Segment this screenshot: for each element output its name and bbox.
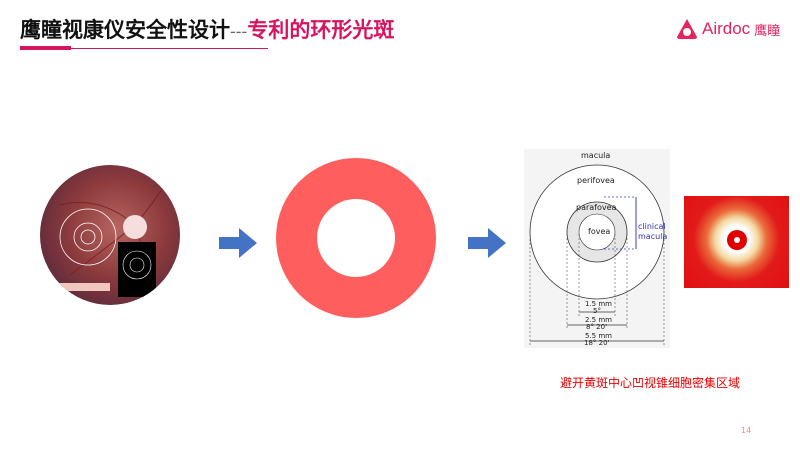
label-macula: macula — [581, 151, 611, 160]
label-perifovea: perifovea — [577, 176, 615, 185]
airdoc-logo-icon — [677, 19, 697, 39]
dim-parafovea-mm: 2.5 mm — [585, 316, 612, 324]
title-main: 鹰瞳视康仪安全性设计 — [20, 18, 230, 42]
dim-fovea-mm: 1.5 mm — [585, 300, 612, 308]
label-clinical-macula: macula — [638, 232, 668, 241]
light-spot-photo — [684, 196, 789, 288]
label-clinical: clinical — [638, 222, 666, 231]
title-underline-thin — [71, 48, 268, 49]
arrow-right-icon — [219, 228, 257, 258]
dim-fovea-deg: 5° — [593, 307, 601, 315]
arrow-right-icon — [468, 228, 506, 258]
caption: 避开黄斑中心凹视锥细胞密集区域 — [560, 376, 741, 390]
title-dash: --- — [230, 22, 248, 41]
annular-light-spot — [276, 158, 436, 318]
dim-parafovea-deg: 8° 20' — [586, 323, 608, 331]
center-dot — [727, 230, 747, 250]
fundus-image — [40, 165, 180, 305]
page-title: 鹰瞳视康仪安全性设计---专利的环形光斑 — [20, 14, 394, 44]
label-fovea: fovea — [588, 227, 611, 236]
logo-cn: 鹰瞳 — [754, 23, 781, 39]
dim-macula-deg: 18° 20' — [584, 339, 610, 347]
dim-macula-mm: 5.5 mm — [585, 332, 612, 340]
macula-diagram: macula perifovea parafovea fovea clinica… — [524, 149, 670, 348]
airdoc-logo: Airdoc 鹰瞳 — [676, 18, 780, 40]
label-parafovea: parafovea — [576, 203, 617, 212]
title-underline-thick — [20, 46, 71, 50]
logo-text: Airdoc — [702, 19, 751, 38]
title-accent: 专利的环形光斑 — [247, 18, 395, 42]
page-number: 14 — [741, 426, 752, 435]
